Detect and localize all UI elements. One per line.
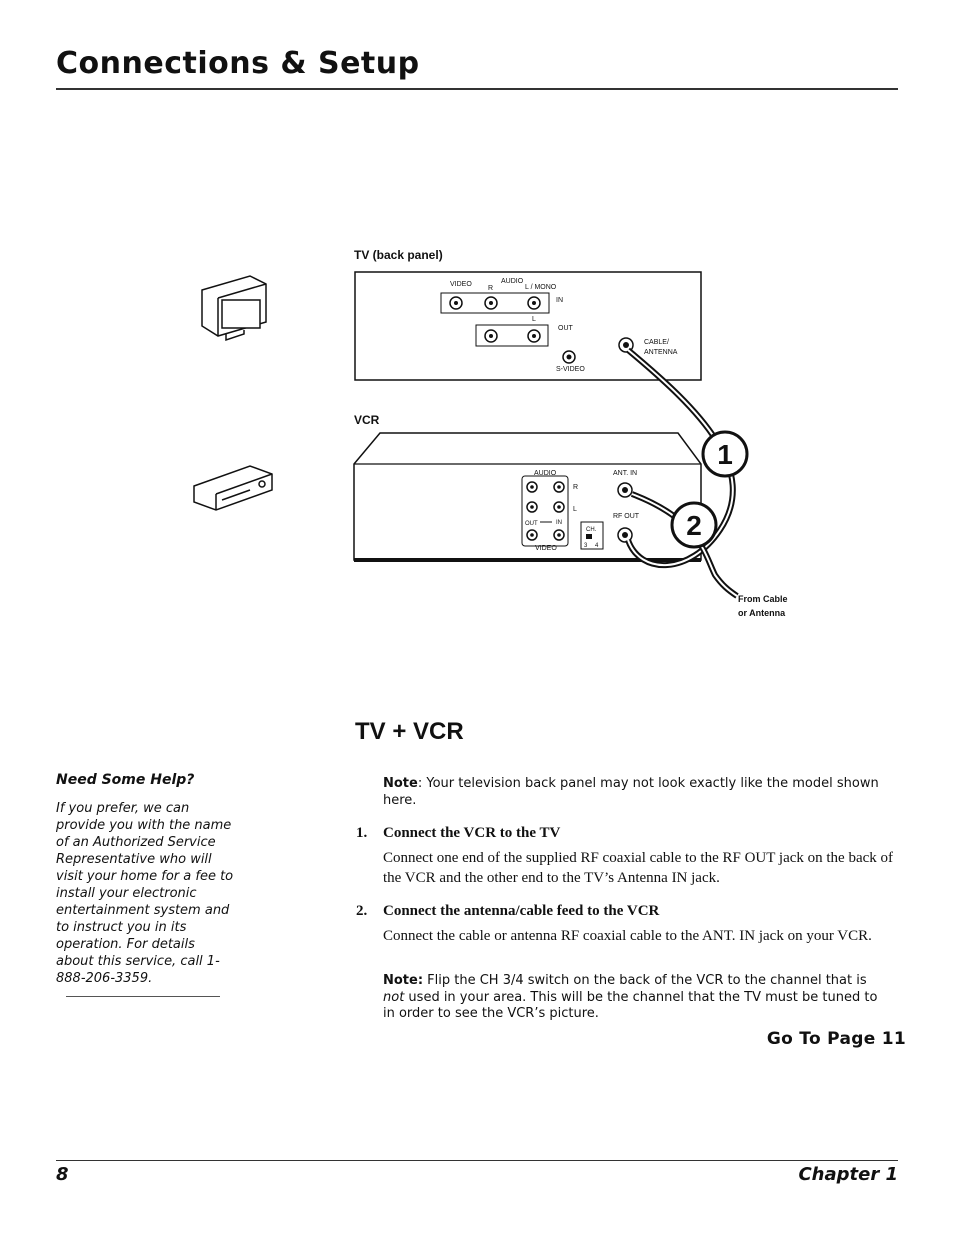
tv-label-antenna: ANTENNA xyxy=(644,349,678,356)
step-1-number: 1. xyxy=(356,825,368,841)
note-panel: Note: Your television back panel may not… xyxy=(383,776,883,809)
vcr-label-in: IN xyxy=(556,520,562,526)
tv-input-group xyxy=(440,292,550,314)
from-cable-label-line2: or Antenna xyxy=(738,608,786,618)
vcr-label-l: L xyxy=(573,506,577,513)
tv-back-panel-label: TV (back panel) xyxy=(354,248,443,262)
footer-divider xyxy=(56,1160,898,1161)
step-1-heading: 1. Connect the VCR to the TV xyxy=(356,825,876,842)
vcr-jack-rf-out xyxy=(617,527,633,543)
note-label: Note xyxy=(383,776,418,791)
cable-antenna-to-vcr-highlight xyxy=(631,493,738,597)
help-body: If you prefer, we can provide you with t… xyxy=(56,801,234,986)
step-2-title: Connect the antenna/cable feed to the VC… xyxy=(383,903,660,919)
tv-jack-audio-l-in xyxy=(527,296,541,310)
tv-label-l-mono: L / MONO xyxy=(525,284,557,291)
page-title: Connections & Setup xyxy=(56,46,420,81)
tv-label-cable: CABLE/ xyxy=(644,339,669,346)
vcr-label-ch3: 3 xyxy=(584,543,588,549)
vcr-jack-video-out xyxy=(526,529,538,541)
step-2-heading: 2. Connect the antenna/cable feed to the … xyxy=(356,903,876,920)
vcr-label-rf-out: RF OUT xyxy=(613,513,640,520)
tv-jack-audio-l-out xyxy=(527,329,541,343)
svg-text:2: 2 xyxy=(686,510,702,541)
tv-label-audio: AUDIO xyxy=(501,278,524,285)
vcr-label-video: VIDEO xyxy=(535,545,557,552)
from-cable-label-line1: From Cable xyxy=(738,594,788,604)
note-channel-text-before: Flip the CH 3/4 switch on the back of th… xyxy=(423,973,867,988)
tv-output-group xyxy=(475,324,549,347)
vcr-jack-audio-r-in xyxy=(553,481,565,493)
vcr-jack-ant-in xyxy=(617,482,633,498)
step-2-body: Connect the cable or antenna RF coaxial … xyxy=(383,928,872,944)
go-to-page-link[interactable]: Go To Page 11 xyxy=(766,1029,906,1049)
tv-jack-audio-r-in xyxy=(484,296,498,310)
vcr-label-out: OUT xyxy=(525,521,538,527)
tv-jack-cable-antenna xyxy=(618,337,634,353)
vcr-back-panel xyxy=(353,432,702,561)
vcr-label-r: R xyxy=(573,484,578,491)
note-channel-emphasis: not xyxy=(383,989,405,1005)
tv-label-out: OUT xyxy=(558,325,574,332)
tv-label-video: VIDEO xyxy=(450,281,472,288)
step-2-number: 2. xyxy=(356,903,368,919)
chapter-label: Chapter 1 xyxy=(798,1164,898,1185)
vcr-label-ch: CH. xyxy=(586,527,597,533)
vcr-base xyxy=(354,558,701,562)
callout-1: 1 xyxy=(701,430,749,478)
connection-diagram: TV (back panel) VIDEO AUDIO R L / MONO L… xyxy=(193,248,788,618)
tv-label-l: L xyxy=(532,316,536,323)
note-channel-label: Note: xyxy=(383,973,424,988)
vcr-label-audio: AUDIO xyxy=(534,470,557,477)
tv-jack-audio-r-out xyxy=(484,329,498,343)
vcr-jack-video-in xyxy=(553,529,565,541)
page-number: 8 xyxy=(56,1164,69,1185)
vcr-jack-audio-l-in xyxy=(553,501,565,513)
vcr-label-ch4: 4 xyxy=(595,543,599,549)
help-title: Need Some Help? xyxy=(56,772,195,788)
section-title: TV + VCR xyxy=(355,718,464,745)
note-channel-text-after: used in your area. This will be the chan… xyxy=(383,989,878,1022)
vcr-jack-audio-l-out xyxy=(526,501,538,513)
vcr-jack-audio-r-out xyxy=(526,481,538,493)
svg-text:1: 1 xyxy=(717,439,733,470)
tv-label-s-video: S-VIDEO xyxy=(556,366,585,373)
help-divider xyxy=(66,996,220,997)
step-1-title: Connect the VCR to the TV xyxy=(383,825,561,841)
note-channel: Note: Flip the CH 3/4 switch on the back… xyxy=(383,973,878,1023)
note-text: : Your television back panel may not loo… xyxy=(383,776,879,808)
tv-label-in: IN xyxy=(556,297,563,304)
vcr-label-ant-in: ANT. IN xyxy=(613,470,637,477)
tv-jack-video-in xyxy=(449,296,463,310)
vcr-av-group xyxy=(521,475,569,547)
tv-jack-s-video xyxy=(562,350,576,364)
callout-2: 2 xyxy=(670,501,718,549)
tv-icon xyxy=(201,275,267,342)
vcr-icon xyxy=(193,465,273,511)
step-1-body: Connect one end of the supplied RF coaxi… xyxy=(383,850,894,886)
tv-label-r: R xyxy=(488,285,493,292)
cable-tv-to-vcr-highlight xyxy=(627,349,734,566)
header-divider xyxy=(56,88,898,90)
vcr-ch-switch-knob xyxy=(586,534,592,539)
vcr-label: VCR xyxy=(354,413,380,427)
